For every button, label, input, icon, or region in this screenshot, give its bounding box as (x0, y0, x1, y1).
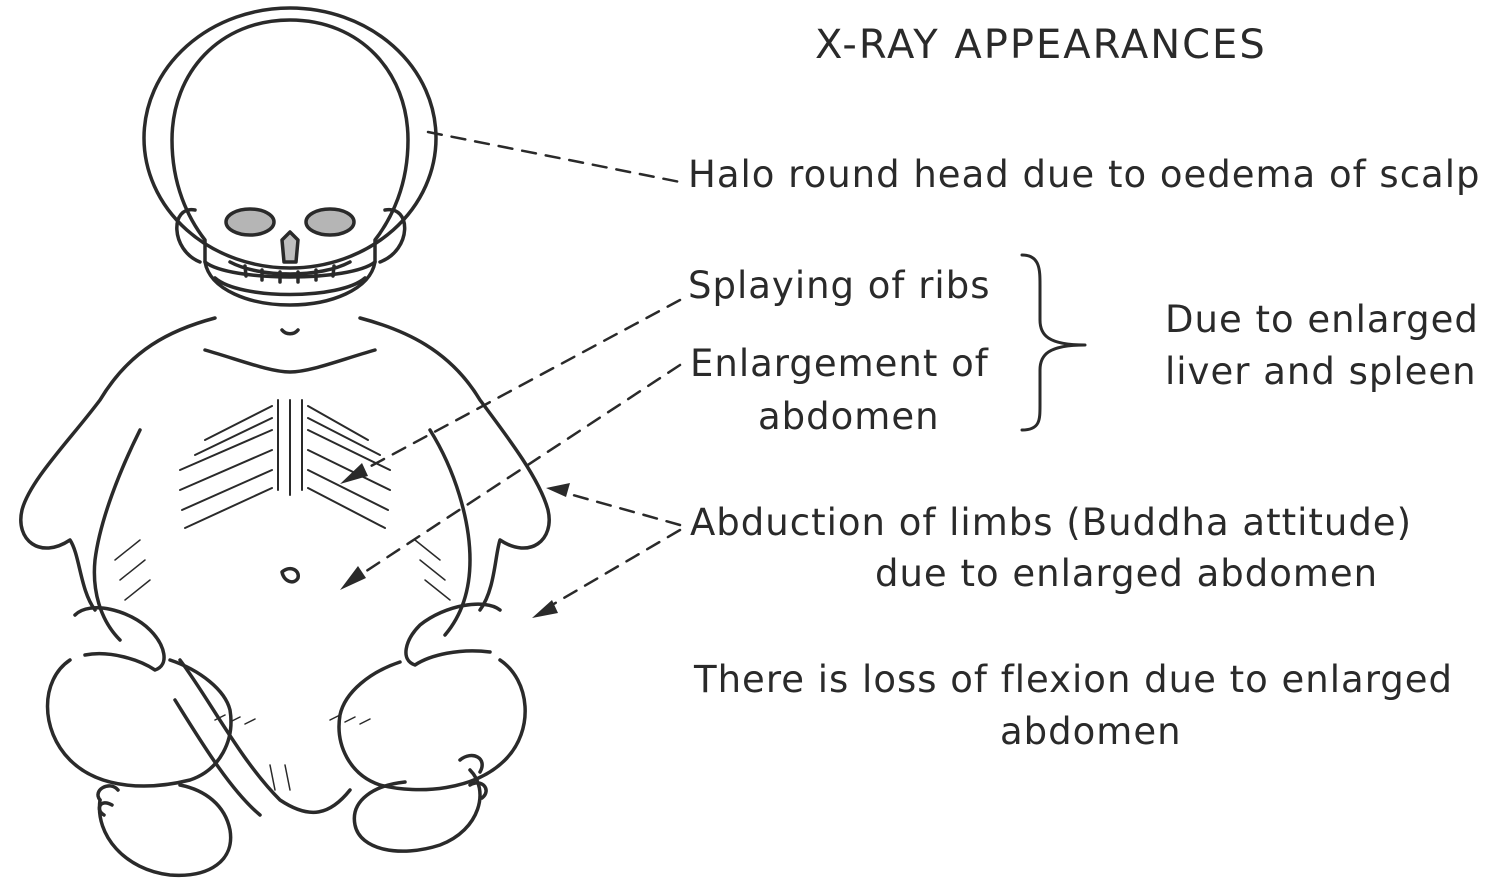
splaying-ribs-label: Splaying of ribs (688, 264, 990, 307)
rib-cage (180, 400, 390, 528)
enlargement-label-line2: abdomen (758, 395, 940, 438)
grouping-brace (1022, 255, 1085, 430)
enlargement-label-line1: Enlargement of (690, 342, 989, 385)
teeth (230, 262, 350, 282)
abduction-leader-lower (540, 530, 680, 612)
cause-label-line1: Due to enlarged (1165, 298, 1479, 341)
nasal-cavity (282, 232, 298, 262)
right-eye-socket (306, 209, 354, 235)
right-leg (339, 660, 525, 790)
flexion-label-line1: There is loss of flexion due to enlarged (694, 658, 1453, 701)
scalp-halo (144, 8, 436, 268)
body-outline (21, 318, 215, 610)
right-hand (406, 604, 500, 665)
ribs-leader (345, 300, 680, 480)
halo-leader (428, 132, 680, 182)
abduction-label-line1: Abduction of limbs (Buddha attitude) (690, 501, 1412, 544)
abdomen-leader (345, 365, 680, 585)
diagram-title: X-RAY APPEARANCES (815, 22, 1267, 68)
cause-label-line2: liver and spleen (1165, 350, 1477, 393)
left-leg (48, 660, 231, 786)
abduction-leader-upper (555, 490, 680, 525)
left-eye-socket (226, 209, 274, 235)
halo-label: Halo round head due to oedema of scalp (688, 153, 1480, 196)
navel (282, 569, 298, 582)
flexion-label-line2: abdomen (1000, 710, 1182, 753)
abduction-label-line2: due to enlarged abdomen (875, 552, 1378, 595)
left-foot (99, 785, 230, 875)
